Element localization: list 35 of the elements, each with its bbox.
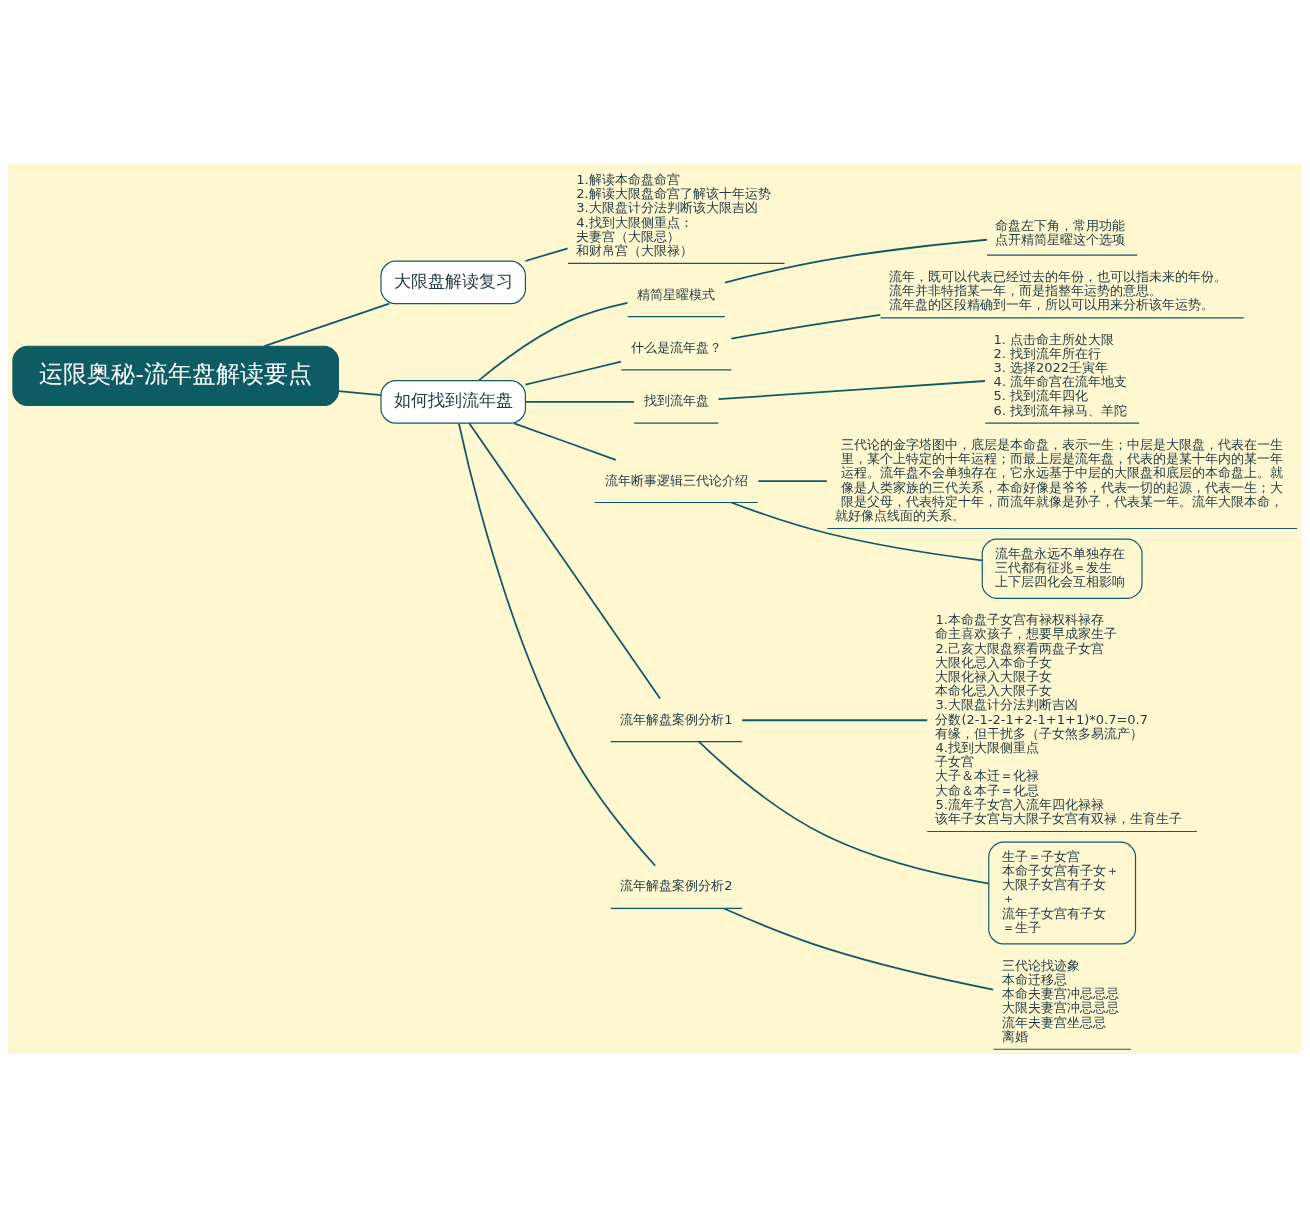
connector [724,238,988,283]
connector [697,740,990,884]
node-text: 流年，既可以代表已经过去的年份，也可以指未来的年份。 流年并非特指某一年，而是指整年运势的意思。 流年盘的区段精确到一年，所以可以用来分析该年运势。 [888,268,1227,312]
connector [524,360,622,386]
node-text: 命盘左下角，常用功能 点开精简星曜这个选项 [995,217,1126,247]
node-text: 什么是流年盘？ [630,339,722,355]
node-text: 1. 点击命主所处大限 2. 找到流年所在行 3. 选择2022壬寅年 4. 流年命宫在流年地支 5. 找到流年四化 6. 找到流年禄马、羊陀 [993,331,1128,418]
connector [741,718,929,721]
node-box: 生子＝子女宫 本命子女宫有子女＋ 大限子女宫有子女 ＋ 流年子女宫有子女 ＝生子 [988,841,1137,944]
node-box: 大限盘解读复习 [380,259,526,304]
connector [717,379,986,400]
connector [730,313,882,340]
connector [468,421,661,699]
connector [524,400,635,403]
node-text: 1.解读本命盘命宫 2.解读大限盘命宫了解该十年运势 3.大限盘计分法判断该大限吉凶 4.找到大限侧重点： 夫妻宫（大限忌） 和财帛宫（大限禄） [576,171,771,258]
connector [723,907,995,990]
node-text: 流年断事逻辑三代论介绍 [604,471,748,487]
connector [524,246,569,262]
node-text: 三代论找迹象 本命迁移忌 本命夫妻宫冲忌忌忌 大限夫妻宫冲忌忌忌 流年夫妻宫坐忌忌 离婚 [1001,957,1119,1044]
connector [477,301,629,381]
connector [458,422,657,867]
node-box: 如何找到流年盘 [380,379,526,424]
connector [263,302,391,347]
connector [757,479,828,482]
node-text: 流年解盘案例分析1 [620,711,733,727]
connector [513,421,617,461]
node-box: 流年盘永远不单独存在 三代都有征兆＝发生 上下层四化会互相影响 [981,538,1143,599]
connector [730,501,983,561]
node-text: 精简星曜模式 [637,286,716,302]
node-box: 运限奥秘-流年盘解读要点 [12,345,339,406]
node-text: 流年解盘案例分析2 [620,877,733,893]
connector [337,389,382,396]
node-text: 三代论的金字塔图中，底层是本命盘，表示一生；中层是大限盘，代表在一生里，某个上特定的十年运程；而最上层是流年盘，代表的是某十年内的某一年运程。流年盘不会单独存在，它永远基于中层的大限盘和底层的本命盘上。就像是人类家族的三代关系，本命好像是爷爷，代表一切的起源，代表一生；大限是父母，代表特定十年，而流年就像是孙子，代表某一年。流年大限本命，就好像点线面的关系。 [835,436,1284,523]
node-text: 找到流年盘 [643,392,709,408]
node-text: 1.本命盘子女宫有禄权科禄存 命主喜欢孩子，想要早成家生子 2.己亥大限盘察看两盘子女宫 大限化忌入本命子女 大限化禄入大限子女 本命化忌入大限子女 3.大限盘计分法判断吉凶 分数(2-1-2-1+2-1+1+1)*0.7=0.7 有缘，但干扰多（子女煞多易流产） 4.找到大限侧重点 子女宫 大子＆本迁＝化禄 大命＆本子＝化忌 5.流年子女宫入流年四化禄禄 该年子女宫与大限子女宫有双禄，生育生子 [935,611,1183,826]
